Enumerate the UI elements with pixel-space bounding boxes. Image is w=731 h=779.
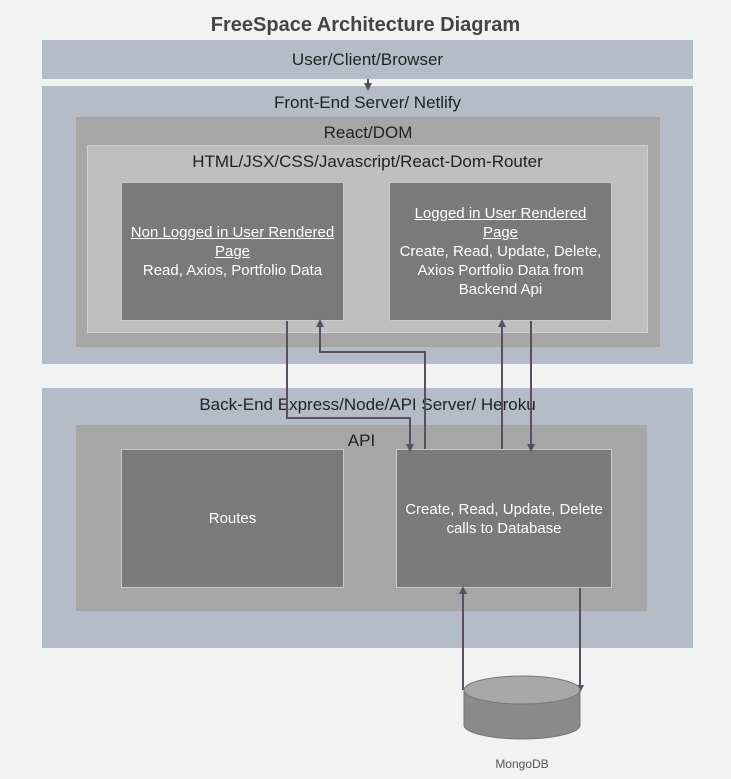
- react-dom-label: React/DOM: [323, 123, 413, 142]
- crud-label: Create, Read, Update, Delete calls to Da…: [405, 500, 603, 537]
- frontend-label: Front-End Server/ Netlify: [273, 93, 462, 112]
- client-label: User/Client/Browser: [291, 50, 444, 69]
- logged-title: Logged in User Rendered Page: [414, 205, 587, 241]
- mongodb-cylinder: [463, 675, 581, 740]
- crud-to-nonlogged-arrow: [316, 319, 426, 449]
- routes-box: Routes: [121, 449, 344, 588]
- non-logged-title: Non Logged in User Rendered Page: [130, 224, 335, 260]
- api-label: API: [347, 431, 376, 450]
- backend-label: Back-End Express/Node/API Server/ Heroku: [199, 395, 536, 414]
- routes-label: Routes: [208, 510, 257, 527]
- nonlogged-to-crud-arrow: [286, 321, 414, 452]
- logged-desc: Create, Read, Update, Delete, Axios Port…: [399, 243, 602, 298]
- logged-page-box: Logged in User Rendered Page Create, Rea…: [389, 182, 612, 321]
- non-logged-desc: Read, Axios, Portfolio Data: [142, 262, 323, 279]
- non-logged-page-box: Non Logged in User Rendered Page Read, A…: [121, 182, 344, 321]
- html-jsx-label: HTML/JSX/CSS/Javascript/React-Dom-Router: [192, 152, 543, 171]
- client-band: User/Client/Browser: [42, 40, 693, 79]
- diagram-title: FreeSpace Architecture Diagram: [210, 14, 521, 36]
- mongodb-label: MongoDB: [495, 757, 549, 771]
- crud-box: Create, Read, Update, Delete calls to Da…: [396, 449, 612, 588]
